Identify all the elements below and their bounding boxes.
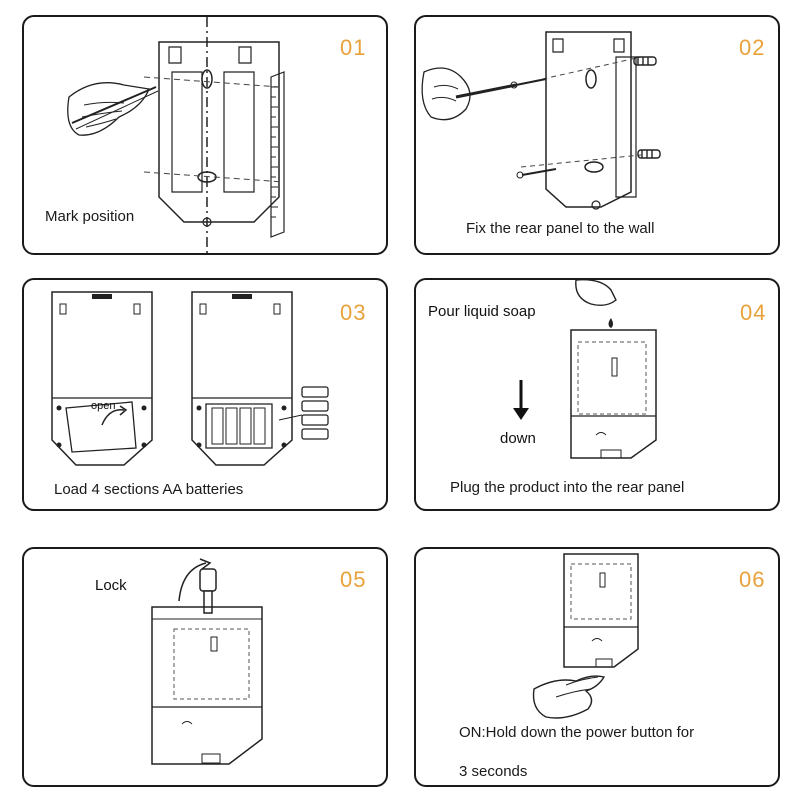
step-panel-04: Pour liquid soap down 04 Plug the produc… (414, 278, 780, 511)
step-number: 03 (340, 300, 367, 325)
step-number: 04 (740, 300, 767, 325)
lock-illustration (24, 549, 388, 787)
lock-label: Lock (95, 577, 127, 594)
power-on-illustration (416, 549, 780, 787)
step-panel-06: 06 ON:Hold down the power button for 3 s… (414, 547, 780, 787)
step-caption-line-1: ON:Hold down the power button for (459, 724, 695, 741)
step-caption: Load 4 sections AA batteries (54, 481, 244, 498)
step-number: 02 (739, 35, 766, 60)
step-caption: Mark position (45, 208, 135, 225)
step-panel-02: 02 Fix the rear panel to the wall (414, 15, 780, 255)
mark-position-illustration (24, 17, 388, 255)
step-caption: Plug the product into the rear panel (450, 479, 685, 496)
step-number: 05 (340, 567, 367, 592)
battery-cover-label: open (91, 400, 116, 412)
pour-label: Pour liquid soap (428, 303, 536, 320)
plug-product-illustration (513, 280, 780, 511)
step-panel-01: 01 Mark position (22, 15, 388, 255)
step-caption-line-2: 3 seconds (459, 763, 528, 780)
step-caption: Fix the rear panel to the wall (466, 220, 655, 237)
step-panel-03: open 03 Load 4 sections AA batteries (22, 278, 388, 511)
load-batteries-illustration (24, 280, 388, 511)
down-label: down (500, 430, 536, 447)
step-number: 01 (340, 35, 367, 60)
fix-panel-illustration (416, 17, 780, 255)
step-panel-05: Lock 05 (22, 547, 388, 787)
step-number: 06 (739, 567, 766, 592)
